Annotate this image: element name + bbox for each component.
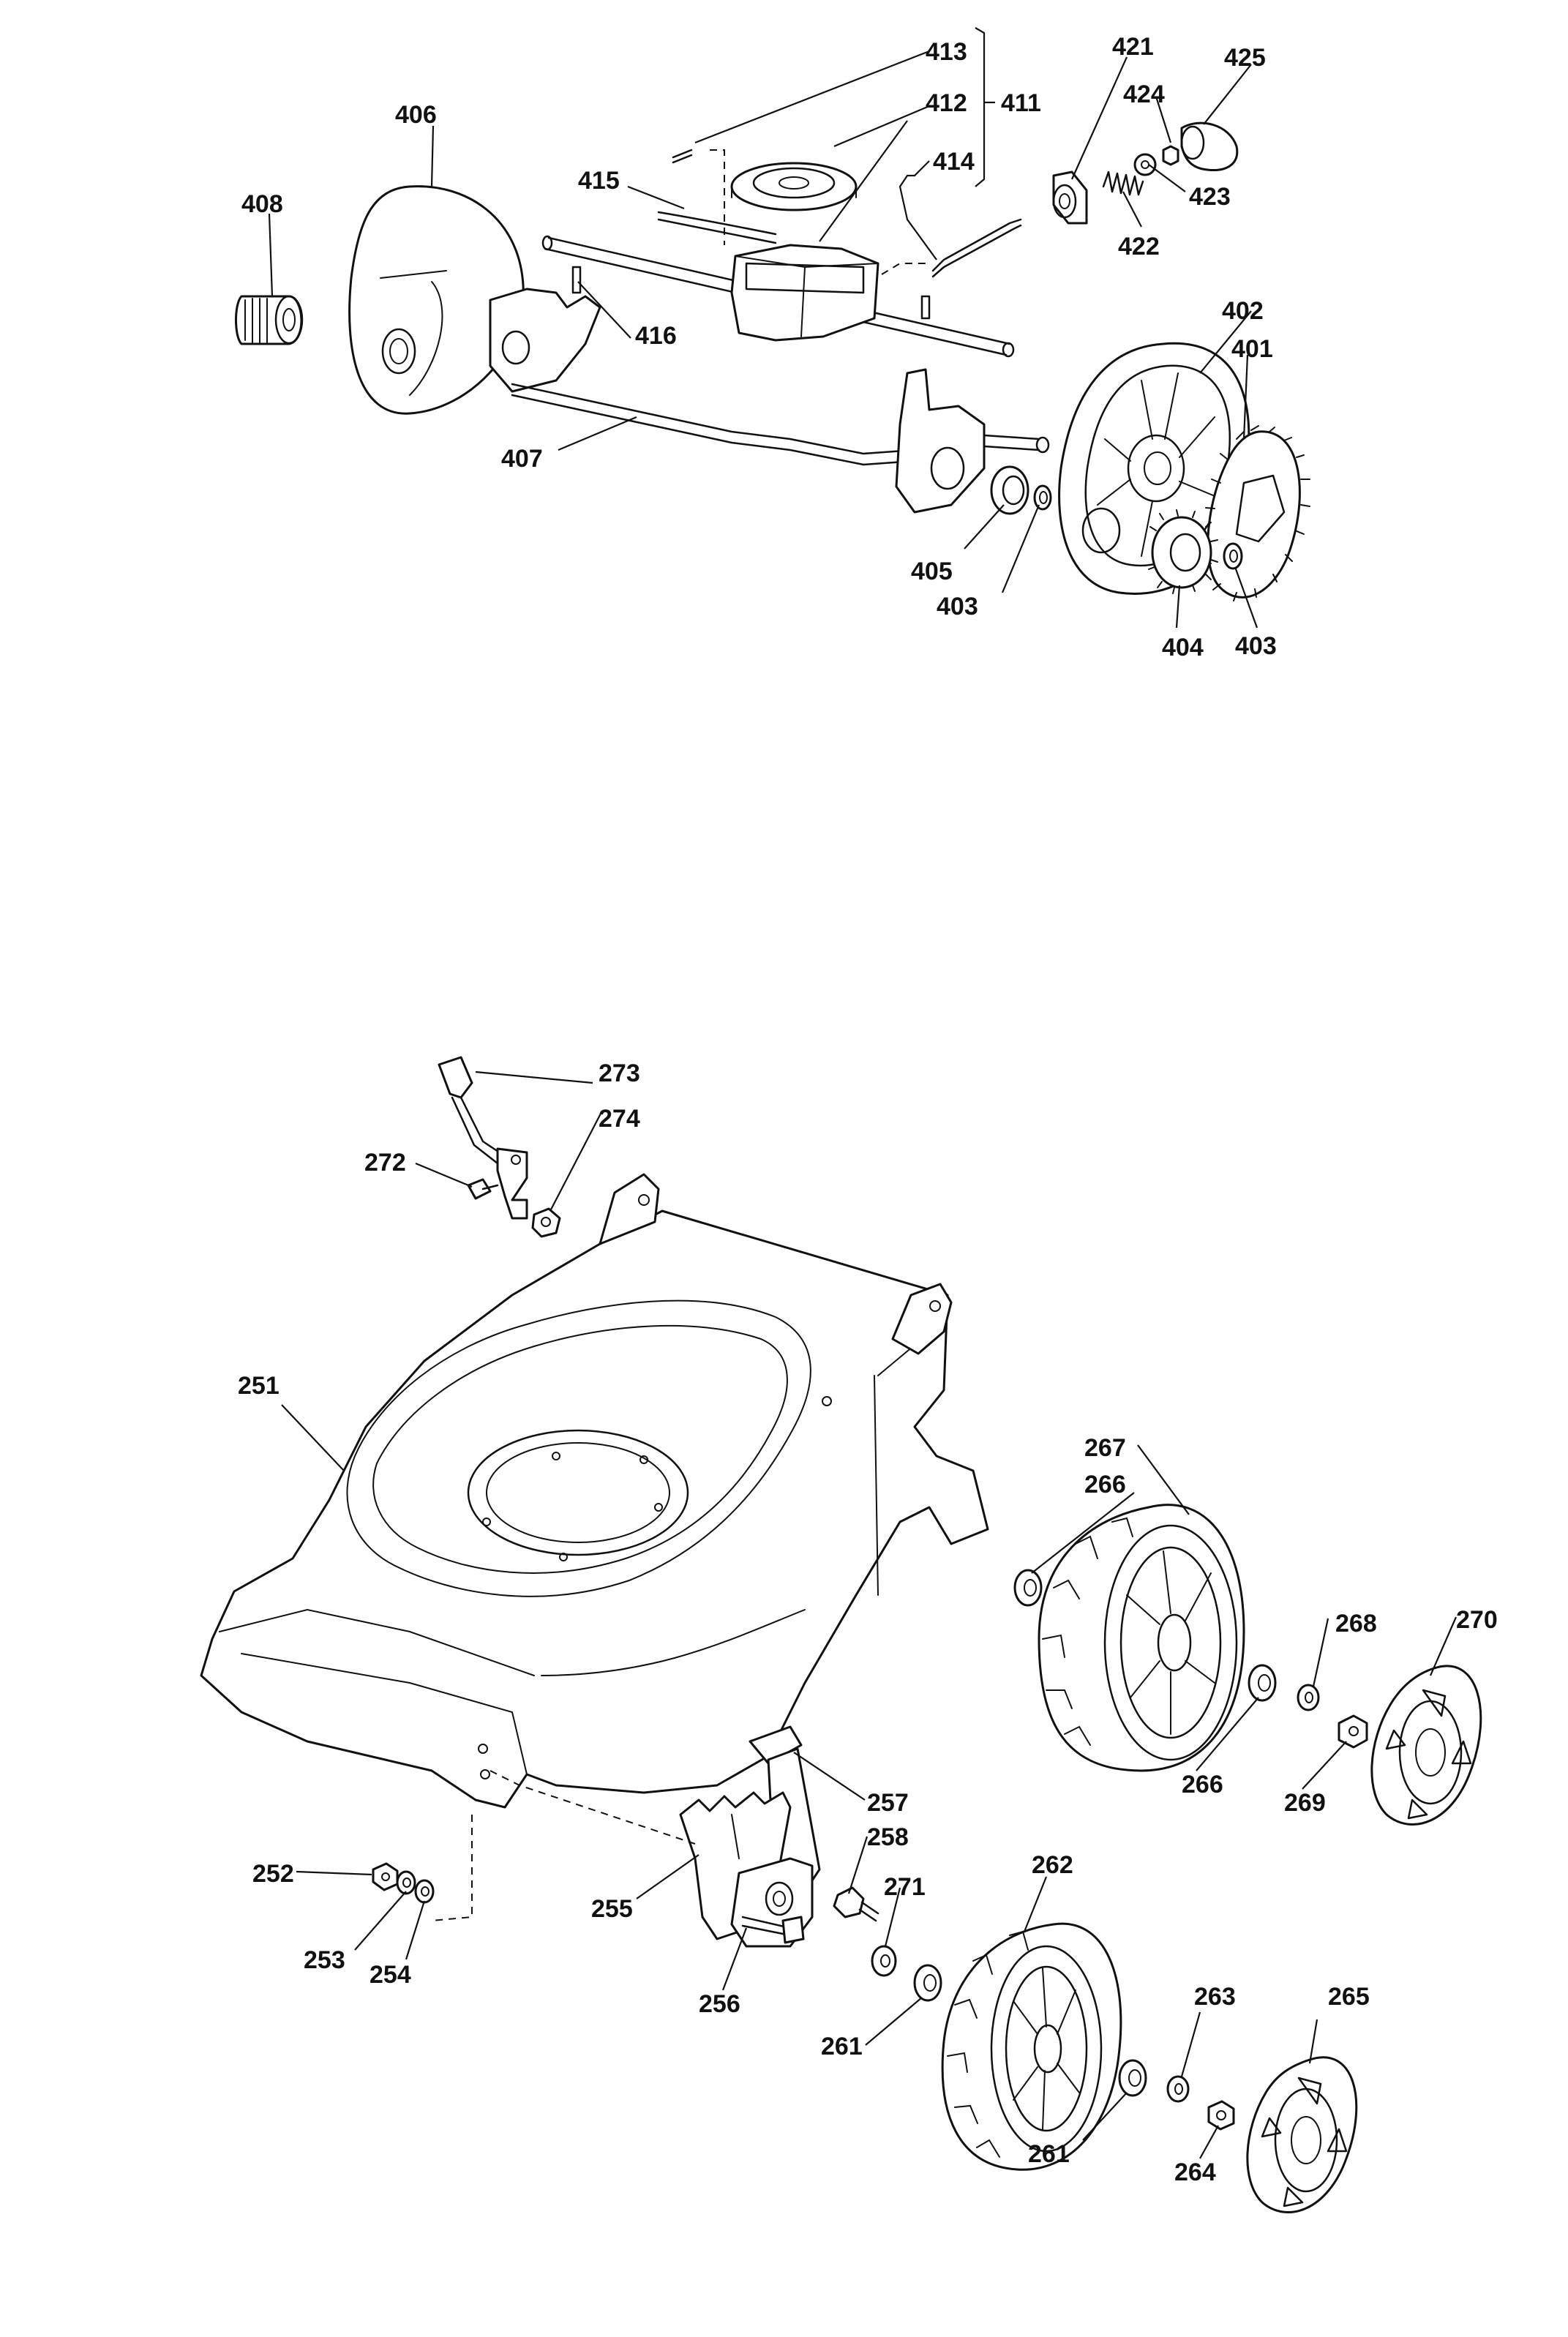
label-251: 251 (238, 1372, 280, 1400)
label-403-b: 403 (1235, 632, 1277, 660)
label-273: 273 (599, 1059, 640, 1087)
label-422: 422 (1118, 233, 1160, 260)
label-408: 408 (241, 190, 283, 218)
label-255: 255 (591, 1895, 633, 1923)
part-265-hub-cap (1246, 2056, 1358, 2213)
label-407: 407 (501, 445, 543, 473)
label-404: 404 (1162, 634, 1204, 661)
transmission-gearbox (730, 244, 879, 342)
label-253: 253 (304, 1946, 345, 1974)
part-408-pinion (235, 295, 304, 345)
label-423: 423 (1189, 183, 1231, 211)
part-256-pivot-bracket (730, 1857, 814, 1948)
label-270: 270 (1456, 1606, 1498, 1634)
part-264-nut (1207, 2100, 1235, 2131)
part-263-washer (1166, 2075, 1190, 2103)
part-269-nut (1338, 1714, 1368, 1749)
part-268-washer (1297, 1684, 1320, 1711)
part-266-bearing-b (1248, 1664, 1277, 1702)
part-253-washer (396, 1870, 416, 1895)
part-403-washer-b (1223, 542, 1243, 570)
part-414-spring-wire (931, 218, 1022, 278)
part-262-front-wheel (941, 1922, 1122, 2171)
part-413-pin (672, 149, 693, 164)
left-height-bracket (489, 288, 601, 393)
part-406-wheel-disc (348, 185, 525, 415)
label-252: 252 (252, 1860, 294, 1888)
label-266-b: 266 (1182, 1771, 1223, 1798)
label-257: 257 (867, 1789, 909, 1817)
label-263: 263 (1194, 1983, 1236, 2011)
label-268: 268 (1335, 1610, 1377, 1638)
part-number-labels: 413 412 411 414 415 416 406 408 407 421 … (238, 33, 1498, 2186)
label-267: 267 (1084, 1434, 1126, 1462)
label-258: 258 (867, 1823, 909, 1851)
part-261-bearing-a (913, 1964, 942, 2002)
label-421: 421 (1112, 33, 1154, 61)
label-412: 412 (926, 89, 967, 117)
label-264: 264 (1174, 2158, 1216, 2186)
label-406: 406 (395, 101, 437, 129)
part-405-bearing (990, 465, 1029, 515)
label-256: 256 (699, 1990, 740, 2018)
part-274-nut (531, 1207, 561, 1238)
label-261-b: 261 (1028, 2140, 1070, 2168)
label-413: 413 (926, 38, 967, 66)
label-265: 265 (1328, 1983, 1370, 2011)
part-258-bolt (833, 1886, 879, 1922)
part-270-hub-cap (1370, 1665, 1482, 1826)
label-274: 274 (599, 1105, 640, 1133)
label-402: 402 (1222, 297, 1264, 325)
label-405: 405 (911, 558, 953, 585)
part-412-pulley (730, 162, 858, 211)
label-411: 411 (1001, 89, 1041, 117)
label-414: 414 (933, 148, 975, 176)
part-404-gear (1148, 509, 1218, 594)
label-262: 262 (1032, 1851, 1073, 1879)
label-425: 425 (1224, 44, 1266, 72)
part-252-nut (372, 1862, 399, 1891)
part-421-knob-base (1052, 170, 1088, 225)
label-424: 424 (1123, 80, 1165, 108)
label-261-a: 261 (821, 2033, 863, 2060)
part-403-washer-a (1033, 484, 1052, 511)
label-254: 254 (370, 1961, 411, 1989)
label-401: 401 (1231, 335, 1273, 363)
label-416: 416 (635, 322, 677, 350)
right-height-bracket (895, 368, 1050, 514)
drive-assembly (235, 27, 1310, 629)
label-271: 271 (884, 1873, 926, 1901)
label-266-a: 266 (1084, 1471, 1126, 1498)
part-272-bolt (467, 1178, 499, 1200)
part-425-cap (1180, 121, 1239, 172)
label-415: 415 (578, 167, 620, 195)
label-403-a: 403 (937, 593, 978, 620)
part-415-cable (657, 211, 777, 244)
label-272: 272 (364, 1149, 406, 1177)
part-254-washer (414, 1879, 435, 1904)
part-273-height-lever (438, 1056, 528, 1220)
part-266-bearing-a (1013, 1569, 1043, 1607)
part-424-nut (1162, 145, 1179, 166)
part-422-spring (1102, 170, 1144, 196)
part-407-axle-rod (511, 383, 916, 466)
part-267-rear-wheel (1038, 1504, 1245, 1772)
part-261-bearing-b (1118, 2059, 1147, 2097)
part-423-washer (1133, 153, 1157, 176)
deck-assembly (200, 1056, 1482, 2213)
part-251-mower-deck (200, 1173, 989, 1809)
label-269: 269 (1284, 1789, 1326, 1817)
part-271-washer (871, 1945, 897, 1977)
